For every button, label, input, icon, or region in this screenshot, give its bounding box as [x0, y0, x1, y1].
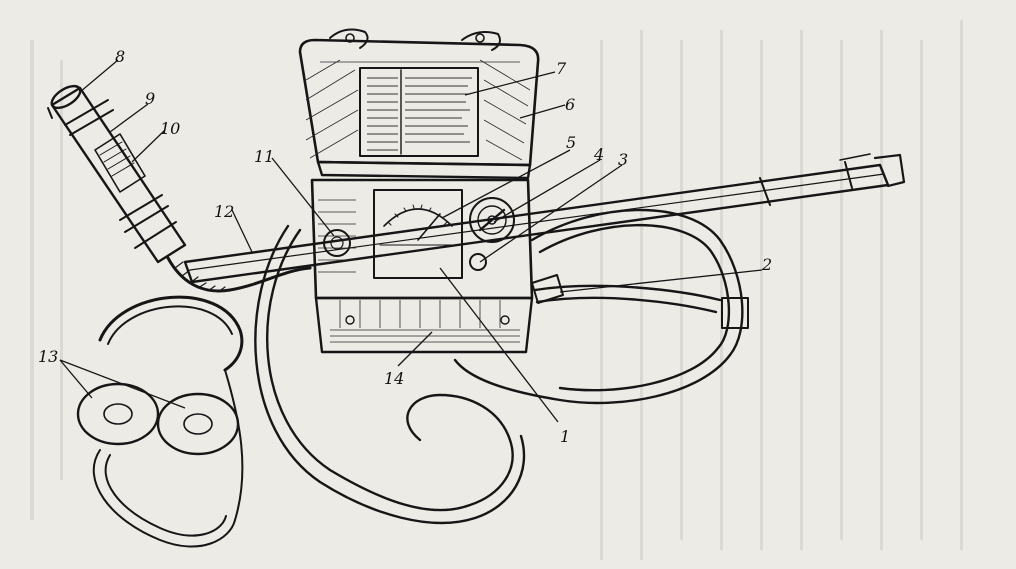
- meter-face: [373, 189, 463, 279]
- adjust-knob: [469, 253, 487, 271]
- callout-5: 5: [566, 133, 576, 152]
- leader-2: [559, 269, 763, 293]
- leader-13b: [59, 359, 186, 409]
- lid-hatching: [305, 59, 531, 161]
- probe-cable: [166, 256, 312, 293]
- callout-14: 14: [384, 369, 404, 388]
- callout-1: 1: [560, 427, 570, 446]
- callout-labels: 1 2 3 4 5 6 7 8 9 10 11 12 13 14: [38, 47, 772, 446]
- meter-needle: [417, 213, 441, 241]
- callout-9: 9: [145, 89, 155, 108]
- case-side-hatching: [318, 199, 356, 273]
- probe-tube: [183, 153, 906, 284]
- callout-7: 7: [556, 59, 567, 78]
- callout-3: 3: [618, 150, 628, 169]
- headphones: [76, 295, 244, 548]
- detector-probe: [47, 84, 187, 264]
- callout-2: 2: [761, 255, 772, 274]
- leader-12: [231, 209, 253, 253]
- leader-11: [271, 157, 335, 237]
- paper-bleed-through: [30, 20, 963, 560]
- leader-9: [109, 103, 149, 133]
- earphone-right: [156, 392, 240, 456]
- power-knob: [323, 229, 351, 257]
- callout-11: 11: [254, 147, 274, 166]
- leader-10: [131, 129, 166, 163]
- callout-8: 8: [115, 47, 125, 66]
- earphone-left: [76, 382, 160, 446]
- leader-lines: [59, 59, 763, 423]
- callout-13: 13: [38, 347, 58, 366]
- shoulder-strap: [254, 208, 749, 525]
- strap-buckle: [721, 297, 749, 329]
- leader-14: [397, 331, 433, 367]
- instruction-panel-text-lines: [367, 77, 472, 151]
- battery-compartment-hatching: [330, 300, 520, 343]
- callout-4: 4: [593, 145, 604, 164]
- leader-4: [493, 159, 601, 223]
- callout-12: 12: [214, 202, 234, 221]
- leader-3: [479, 164, 623, 263]
- leader-7: [464, 71, 556, 96]
- leader-13a: [59, 359, 93, 399]
- leader-6: [519, 104, 566, 119]
- leader-8: [79, 59, 119, 93]
- callout-6: 6: [565, 95, 575, 114]
- range-switch: [469, 197, 515, 243]
- instruction-panel: [359, 67, 479, 157]
- leader-1: [439, 267, 559, 423]
- case-body: [310, 178, 534, 354]
- meter-scale: [383, 208, 453, 227]
- case-lid: [298, 28, 540, 180]
- callout-10: 10: [160, 119, 180, 138]
- leader-5: [441, 149, 571, 219]
